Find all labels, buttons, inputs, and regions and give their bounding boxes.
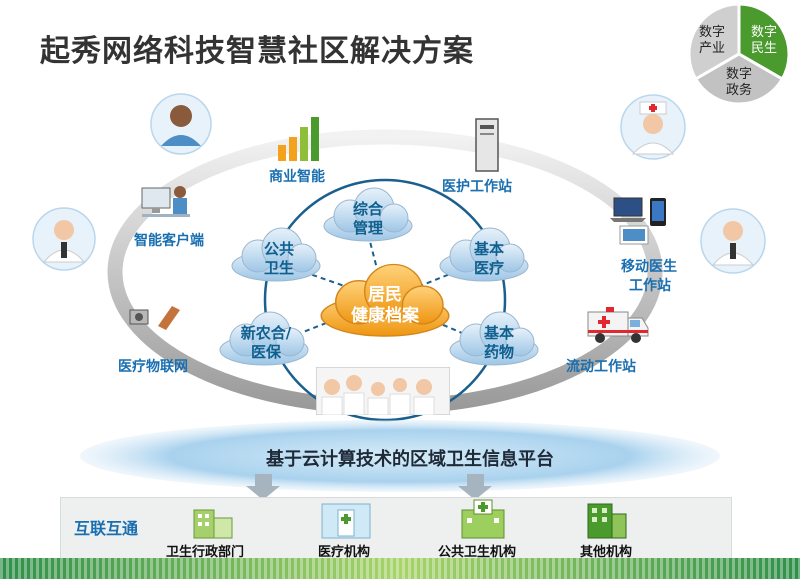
cloud-management-line1: 综合 [352,200,383,218]
cloud-basic-medical-line2: 医疗 [473,259,504,277]
cloud-public-health-text: 公共 卫生 [244,240,314,278]
cloud-management-text: 综合 管理 [328,200,408,238]
pie-label-industry-1: 数字 [699,25,725,40]
pie-label-livelihood-2: 民生 [751,41,777,56]
platform-title: 基于云计算技术的区域卫生信息平台 [180,445,640,471]
smart-client-label: 智能客户端 [134,233,204,249]
platform-title-prefix: 基于云计算技术的 [266,449,410,470]
arrow-left [246,474,280,500]
family-photo [316,367,450,415]
pie-label-livelihood-1: 数字 [751,25,777,40]
building-public-health-icon [461,499,505,539]
institution-health-admin: 卫生行政部门 [166,545,245,560]
institution-other: 其他机构 [580,545,633,560]
business-intelligence-label: 商业智能 [269,169,325,185]
mobile-doctor-label-1: 移动医生 [621,259,677,275]
ambulance-icon [587,307,649,343]
pie-label-government-1: 数字 [726,67,752,82]
pie-slice-government [693,52,785,106]
interconnect-label: 互联互通 [74,519,139,538]
pie-label-industry-2: 产业 [699,41,725,56]
institution-public-health: 公共卫生机构 [438,545,517,560]
building-other-icon [587,503,627,539]
cloud-basic-drug-text: 基本 药物 [464,324,534,362]
cloud-public-health-line2: 卫生 [263,259,294,277]
platform-cloud-band [80,420,720,492]
cloud-center-text: 居民 健康档案 [335,285,435,327]
workstation-icon [141,186,190,217]
cloud-basic-drug-line2: 药物 [483,343,514,361]
medical-iot-icon [129,306,180,330]
page-title: 起秀网络科技智慧社区解决方案 [40,34,474,69]
bar-chart-icon [278,117,319,161]
digital-pie: 数字 产业 数字 民生 数字 政务 [687,2,791,106]
medical-iot-label: 医疗物联网 [118,359,188,375]
cloud-center-line1: 居民 [368,285,402,305]
medical-station-label: 医护工作站 [442,179,512,195]
cloud-basic-medical-text: 基本 医疗 [454,240,524,278]
pie-label-government-2: 政务 [726,82,752,98]
cloud-rural-line2: 医保 [250,343,281,361]
server-icon [475,118,499,172]
doctor-avatar-right-icon [700,208,766,274]
arrow-center [458,474,492,500]
building-hospital-icon [321,503,371,539]
cloud-management-line2: 管理 [352,219,383,237]
mobile-doctor-label-2: 工作站 [629,278,671,294]
bottom-stripe [0,558,800,579]
mobile-station-label: 流动工作站 [566,359,636,375]
cloud-basic-drug-line1: 基本 [483,324,514,342]
institution-medical: 医疗机构 [318,545,371,560]
cloud-center-line2: 健康档案 [351,306,419,326]
building-health-admin-icon [193,509,233,539]
cloud-rural-text: 新农合/ 医保 [228,324,304,362]
platform-title-highlight: 区域卫生信息平台 [410,449,554,470]
doctor-avatar-icon [32,207,96,271]
laptop-phone-icon [610,197,666,245]
user-avatar-icon [150,93,212,155]
cloud-public-health-line1: 公共 [263,240,294,258]
nurse-avatar-icon [620,94,686,160]
cloud-basic-medical-line1: 基本 [473,240,504,258]
cloud-rural-line1: 新农合/ [240,324,292,342]
